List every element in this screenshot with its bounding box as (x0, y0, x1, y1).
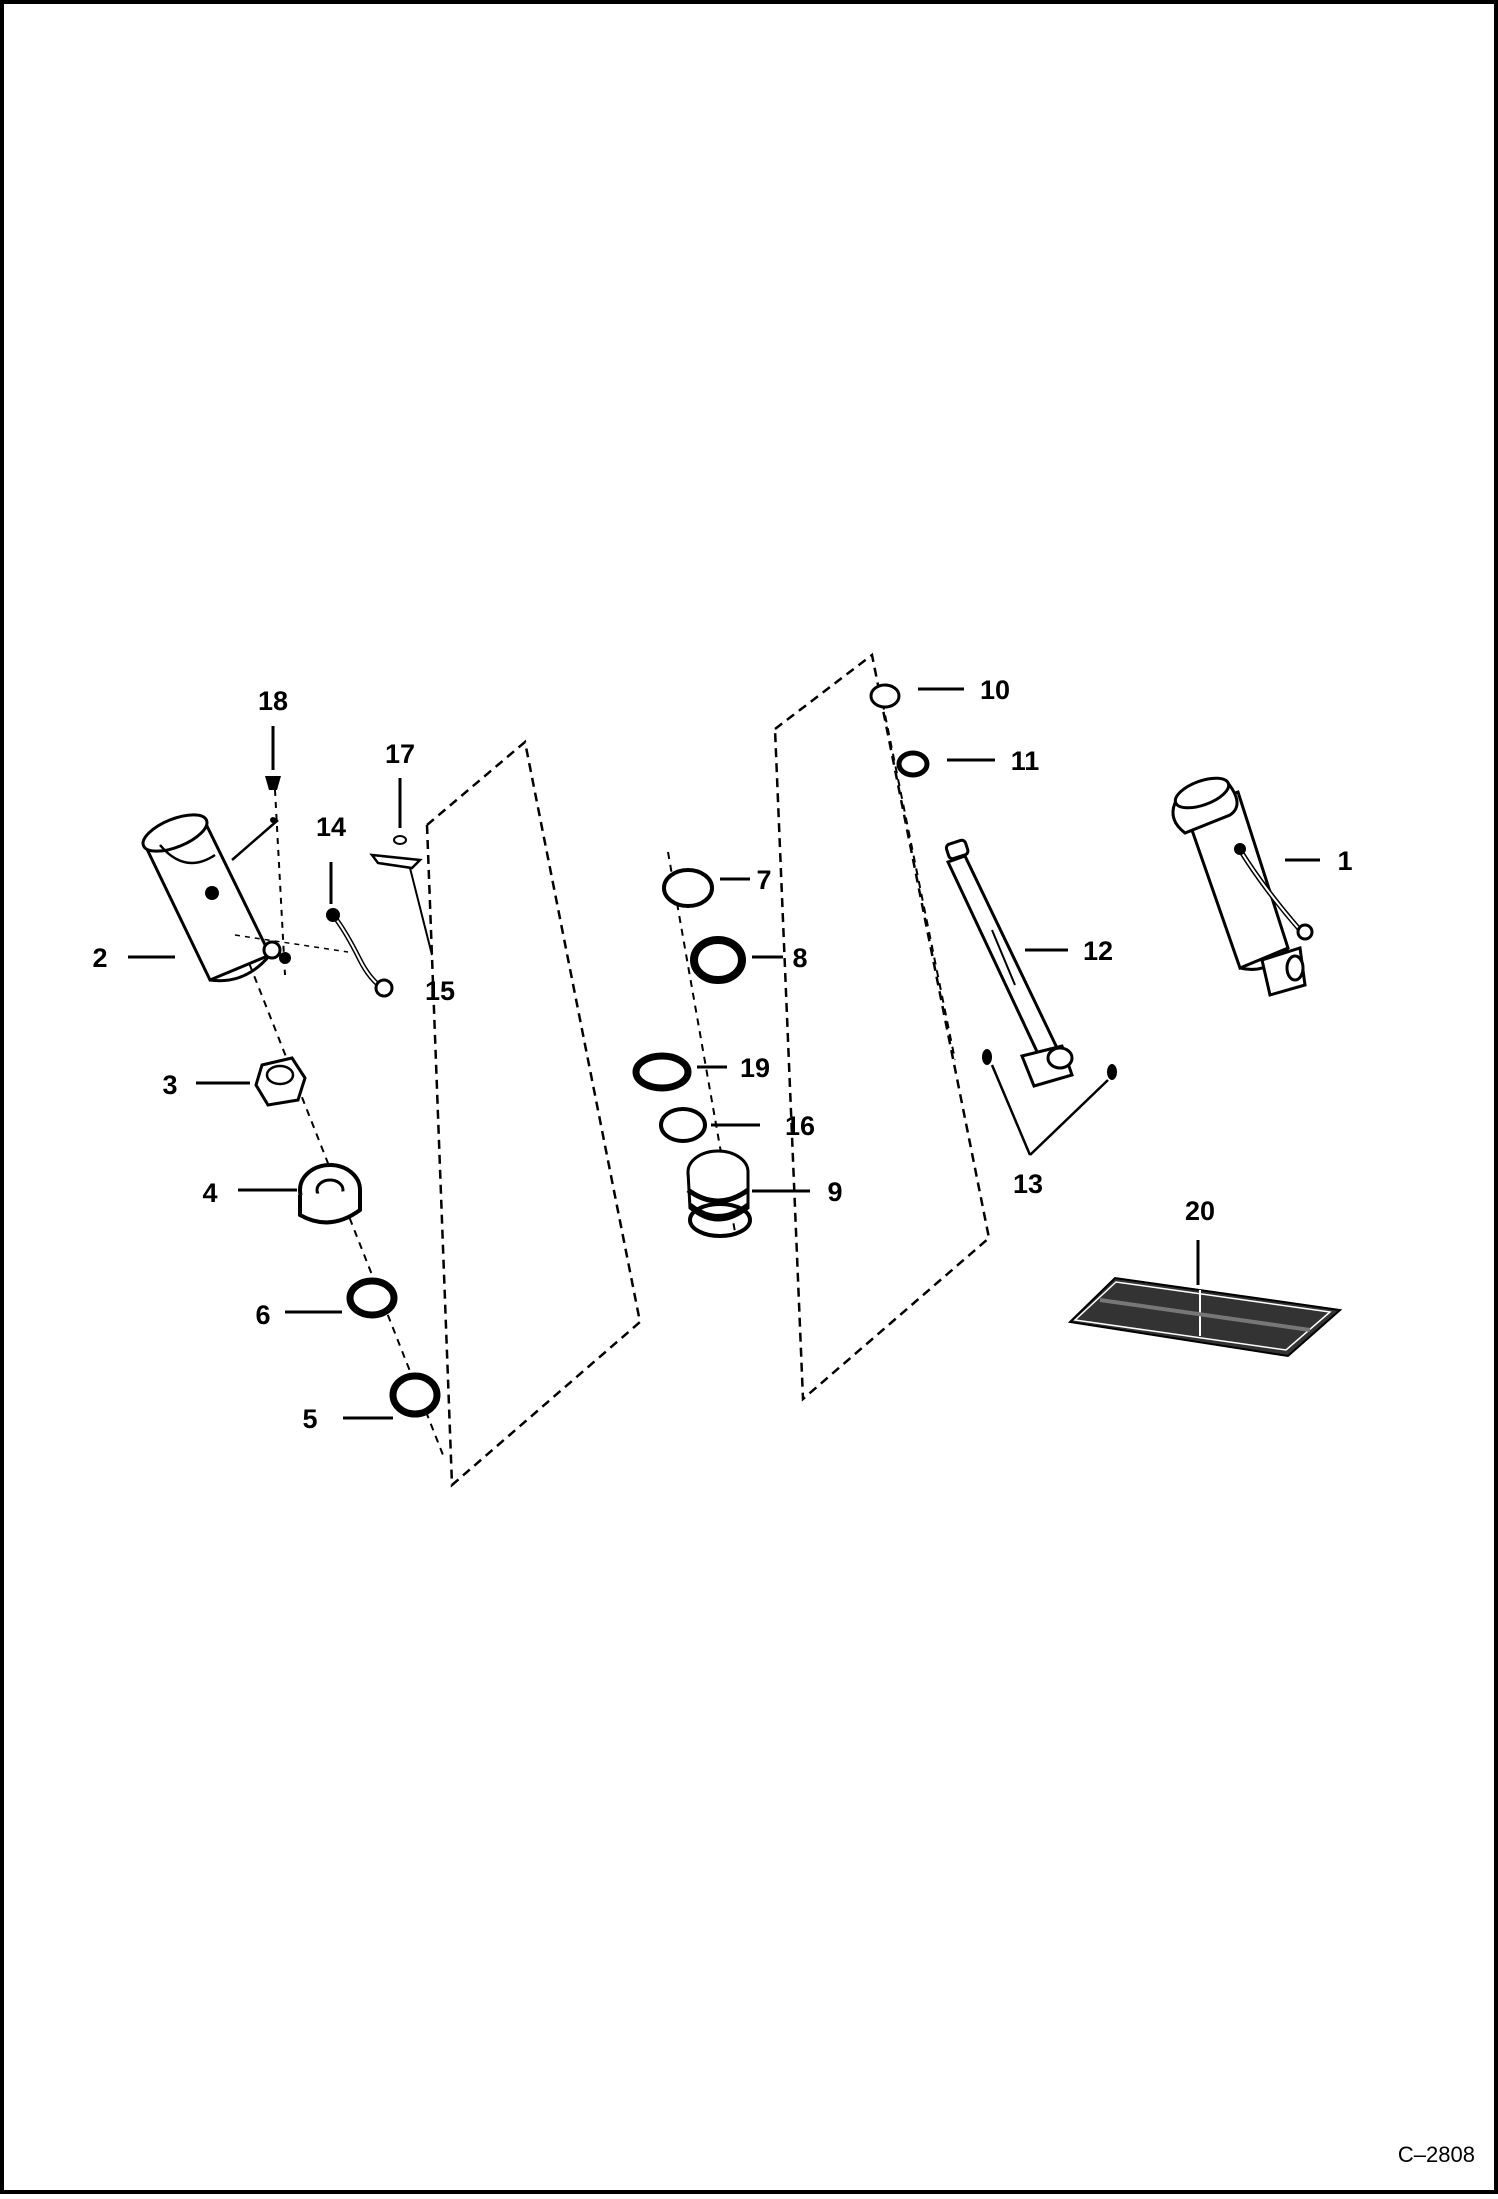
nut-part (254, 1056, 307, 1107)
callout-label-6: 6 (255, 1300, 270, 1330)
hydraulic-tube-part (234, 908, 394, 998)
callout-label-12: 12 (1083, 936, 1113, 966)
callout-label-1: 1 (1337, 846, 1352, 876)
drawing-code: C–2808 (1398, 2142, 1475, 2167)
callout-label-19: 19 (740, 1053, 770, 1083)
callout-label-20: 20 (1185, 1196, 1215, 1226)
leader-lines (128, 687, 1320, 1420)
callout-label-14: 14 (316, 812, 346, 842)
seal-ring-part-6 (346, 1277, 398, 1319)
callout-label-10: 10 (980, 675, 1010, 705)
callout-label-5: 5 (302, 1404, 317, 1434)
callout-label-16: 16 (785, 1111, 815, 1141)
callout-label-13: 13 (1013, 1169, 1043, 1199)
callout-label-17: 17 (385, 739, 415, 769)
callout-label-15: 15 (425, 976, 455, 1006)
ring-part-16 (659, 1107, 707, 1143)
ring-part-11 (896, 750, 930, 778)
piston-part (686, 1149, 752, 1238)
dashed-group-box-right (773, 652, 991, 1402)
callout-label-4: 4 (202, 1178, 217, 1208)
callout-label-3: 3 (162, 1070, 177, 1100)
seal-kit-bag-part (1067, 1276, 1343, 1359)
piston-rod-part (944, 838, 1074, 1088)
callout-label-7: 7 (756, 865, 771, 895)
cylinder-barrel-part (141, 813, 291, 983)
callout-label-11: 11 (1011, 746, 1040, 776)
wiper-pins-part-13 (982, 1049, 1117, 1156)
ring-part-7 (662, 868, 714, 908)
clamp-part-15 (369, 853, 433, 956)
ring-part-19 (632, 1052, 692, 1092)
seal-ring-part-5 (389, 1372, 441, 1418)
callout-label-2: 2 (92, 943, 107, 973)
bleeder-screw-part (265, 776, 281, 823)
complete-cylinder-part (1171, 776, 1314, 997)
washer-part-17 (393, 835, 407, 845)
dashed-group-box-left (425, 739, 642, 1488)
callout-label-9: 9 (827, 1177, 842, 1207)
ring-part-8 (690, 936, 746, 984)
callout-label-8: 8 (792, 943, 807, 973)
ring-part-10 (869, 683, 901, 709)
cylinder-head-part (298, 1163, 362, 1225)
axis-line-right (879, 689, 956, 1061)
callout-label-18: 18 (258, 686, 288, 716)
